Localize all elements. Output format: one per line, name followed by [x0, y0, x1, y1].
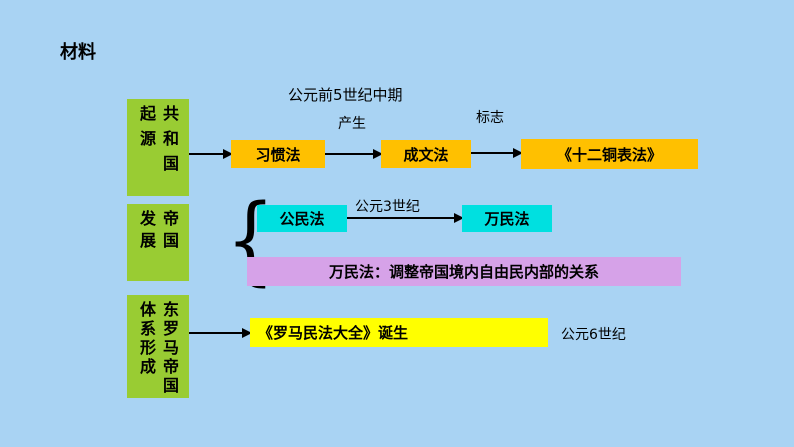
stage-development-category-label: 发展 [137, 210, 156, 254]
arrow-label-mark: 标志 [476, 110, 504, 126]
flow-arrow-icon [189, 332, 250, 334]
stage-box-development: 发展 帝国 [127, 204, 189, 281]
note-law-of-nations: 万民法：调整帝国境内自由民内部的关系 [247, 257, 681, 286]
period-note-ad6: 公元6世纪 [561, 327, 626, 343]
flow-arrow-icon [189, 153, 231, 155]
node-customary-law: 习惯法 [231, 140, 325, 168]
node-twelve-tables: 《十二铜表法》 [521, 139, 698, 169]
arrow-label-emerge: 产生 [338, 116, 366, 132]
slide-title: 材料 [60, 42, 96, 63]
stage-system-category-label: 体系形成 [137, 301, 156, 377]
flow-arrow-icon [325, 153, 381, 155]
stage-origin-category-label: 起源 [137, 105, 156, 155]
node-written-law: 成文法 [381, 140, 471, 168]
stage-box-system: 体系形成 东罗马帝国 [127, 295, 189, 398]
flow-arrow-icon [471, 152, 521, 154]
node-law-of-nations: 万民法 [462, 205, 552, 232]
stage-origin-period-label: 共和国 [160, 105, 179, 180]
node-corpus-juris: 《罗马民法大全》诞生 [250, 318, 548, 347]
period-note-bc5: 公元前5世纪中期 [288, 86, 403, 104]
stage-development-period-label: 帝国 [160, 210, 179, 254]
stage-system-period-label: 东罗马帝国 [160, 301, 179, 396]
flow-arrow-icon [347, 217, 462, 219]
arrow-label-ad3: 公元3世纪 [355, 199, 420, 215]
node-citizen-law: 公民法 [257, 205, 347, 232]
stage-box-origin: 起源 共和国 [127, 99, 189, 196]
